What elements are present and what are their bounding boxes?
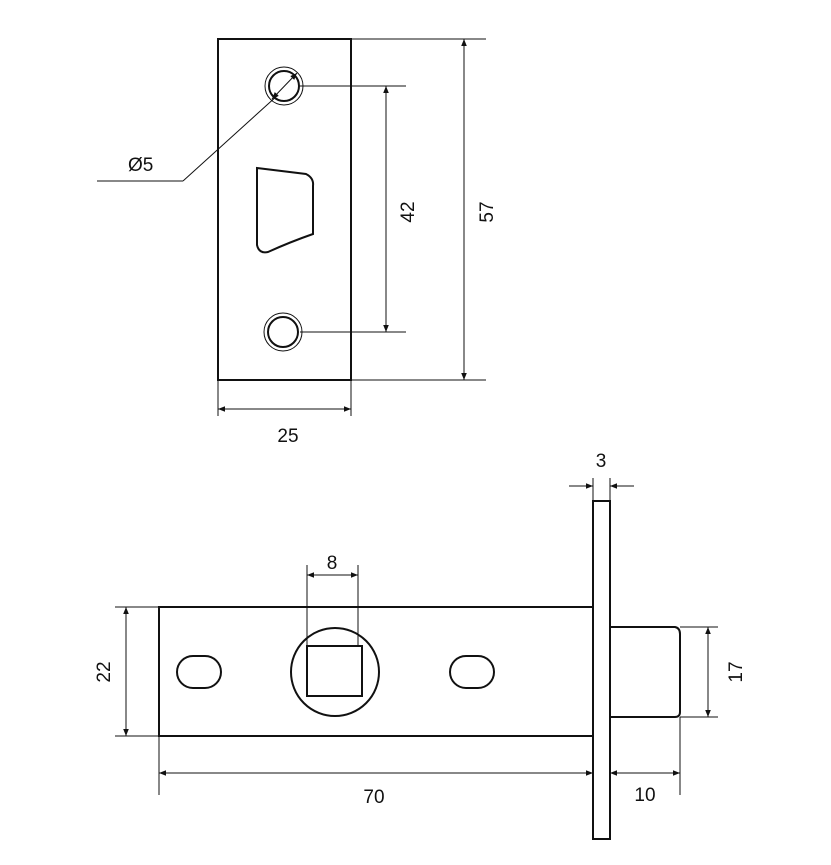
- right-mounting-slot: [449, 655, 495, 689]
- body-height-label: 22: [94, 661, 115, 682]
- left-mounting-slot: [176, 655, 222, 689]
- plate-height-dimension: 57: [351, 38, 498, 381]
- body-length-dimension: 70: [158, 736, 593, 808]
- strike-plate-outline: [217, 38, 352, 381]
- hole-diameter-label: Ø5: [128, 155, 153, 176]
- strike-bottom-hole: [267, 316, 299, 348]
- strike-top-hole: [268, 70, 300, 102]
- spindle-width-dimension: 8: [306, 553, 359, 646]
- faceplate-thickness-dimension: 3: [569, 451, 634, 501]
- plate-width-dimension: 25: [217, 380, 352, 447]
- plate-height-label: 57: [477, 201, 498, 222]
- bolt-height-dimension: 17: [680, 626, 747, 718]
- body-height-dimension: 22: [94, 606, 159, 737]
- strike-bottom-hole-outer: [263, 312, 303, 352]
- bolt-projection-dimension: 10: [610, 717, 681, 806]
- spindle-width-label: 8: [327, 553, 338, 574]
- latch-case: [158, 606, 594, 737]
- spindle-hub: [290, 627, 380, 717]
- bolt-height-label: 17: [726, 661, 747, 682]
- plate-width-label: 25: [277, 426, 298, 447]
- hole-diameter-callout: Ø5: [97, 72, 298, 182]
- hole-spacing-dimension: 42: [300, 85, 419, 333]
- hole-spacing-label: 42: [398, 201, 419, 222]
- strike-plate: [217, 38, 352, 381]
- latch-bolt: [610, 626, 681, 718]
- faceplate: [592, 500, 611, 840]
- body-length-label: 70: [363, 787, 384, 808]
- latch-body: [158, 500, 681, 840]
- spindle-square: [306, 645, 363, 697]
- strike-latch-opening: [256, 166, 315, 254]
- faceplate-thickness-label: 3: [596, 451, 607, 472]
- bolt-projection-label: 10: [634, 785, 655, 806]
